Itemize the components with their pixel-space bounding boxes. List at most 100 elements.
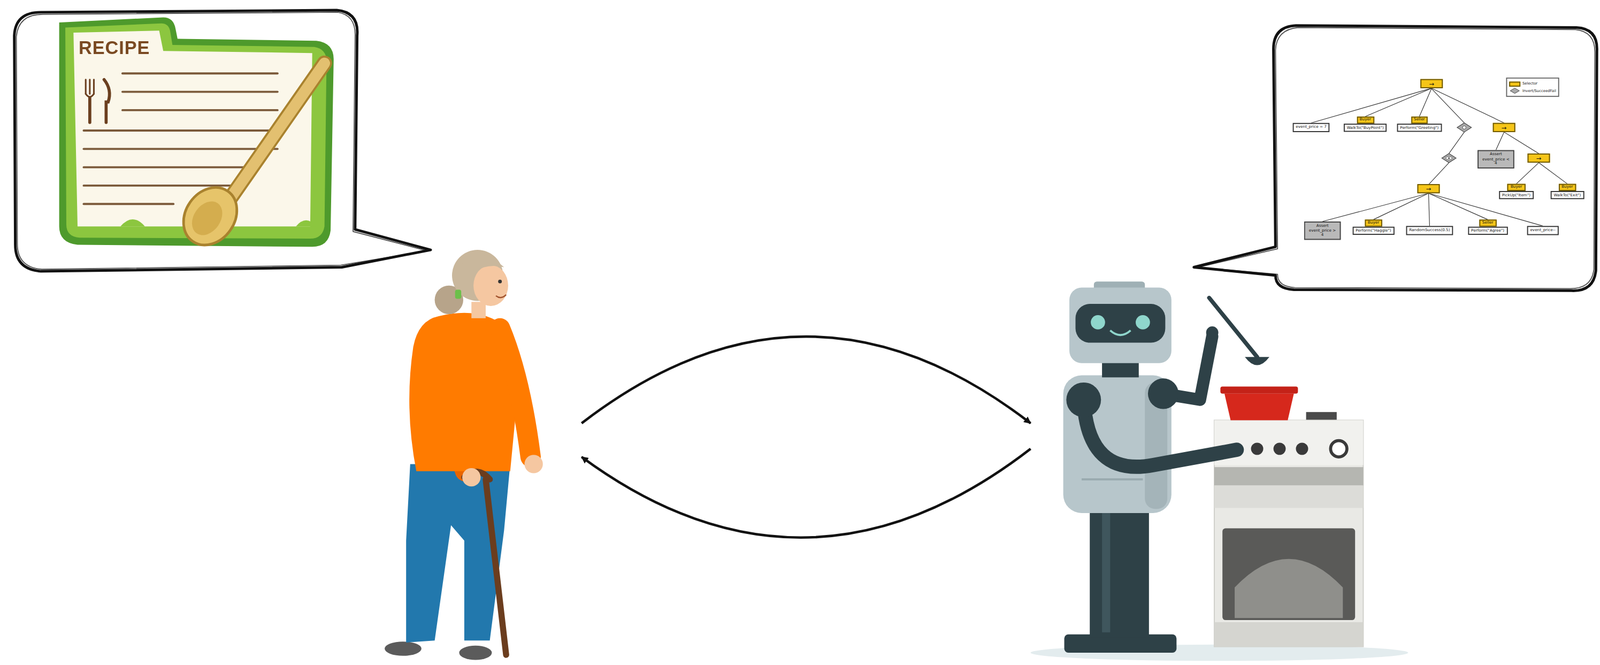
stove <box>1234 559 1343 619</box>
recipe-card <box>122 72 278 75</box>
tree-wire <box>1428 88 1465 185</box>
decorator-diamond <box>1445 156 1452 160</box>
node-label: Assert event_price > 4 <box>1307 223 1338 238</box>
elderly-woman <box>461 254 504 272</box>
elderly-woman <box>458 645 492 661</box>
card-title: RECIPE <box>78 38 151 57</box>
legend-diamond <box>1510 87 1520 94</box>
stove <box>1222 528 1355 621</box>
sequence-node: → <box>1417 184 1441 194</box>
action-label: WalkTo("BuyPoint") <box>1343 123 1388 133</box>
legend: SelectorInvert/SucceedFail <box>1505 77 1559 97</box>
recipe-card <box>120 219 145 227</box>
fork-knife-icon <box>93 79 95 95</box>
legend-label: Invert/SucceedFail <box>1522 88 1557 93</box>
actor-action-node: BuyerPickUp("Item") <box>1498 184 1534 200</box>
robot <box>1109 330 1131 336</box>
sequence-symbol: → <box>1421 80 1442 87</box>
robot <box>1081 478 1143 481</box>
action-label: PickUp("Item") <box>1498 190 1534 200</box>
sequence-node: → <box>1527 153 1551 163</box>
tree-wire <box>1449 132 1465 154</box>
action-label: Perform("Agree") <box>1467 226 1507 236</box>
elderly-woman <box>384 249 543 660</box>
decorator-diamond <box>1441 123 1472 163</box>
node-label: RandomSuccess(0.5) <box>1409 228 1450 234</box>
action-node: RandomSuccess(0.5) <box>1406 225 1454 235</box>
elderly-woman <box>434 285 464 315</box>
robot <box>1208 297 1258 358</box>
sequence-symbol: → <box>1528 155 1549 162</box>
recipe-card <box>83 202 174 205</box>
tree-link <box>1495 132 1504 151</box>
exchange-arrow <box>581 336 1031 424</box>
recipe-card <box>122 90 278 94</box>
action-label: Perform("Greeting") <box>1397 123 1443 133</box>
tree-wire <box>1428 162 1450 185</box>
actor-action-node: BuyerPerform("Haggle") <box>1352 219 1395 235</box>
robot <box>1075 303 1166 343</box>
elderly-woman <box>462 468 481 487</box>
legend-swatch <box>1509 81 1521 87</box>
recipe-card <box>83 129 278 132</box>
actor-action-node: SellerPerform("Agree") <box>1467 219 1507 235</box>
stove <box>1296 442 1309 455</box>
stove <box>1214 622 1364 647</box>
elderly-woman <box>495 294 507 298</box>
wooden-spoon <box>172 63 325 256</box>
stove <box>1306 411 1337 420</box>
exchange-arrow <box>581 448 1031 538</box>
robot <box>1083 399 1237 467</box>
speech-bubble <box>14 10 431 272</box>
recipe-card <box>59 17 334 256</box>
fork-knife-icon <box>85 79 87 95</box>
decorator-diamond <box>1457 123 1472 133</box>
recipe-card <box>83 184 235 187</box>
recipe-card <box>83 147 278 150</box>
actor-action-node: BuyerWalkTo("Exit") <box>1550 184 1584 200</box>
elderly-woman <box>498 279 502 284</box>
stove <box>1214 485 1364 508</box>
wooden-spoon <box>185 195 229 242</box>
action-node: event_price-- <box>1527 225 1559 235</box>
tree-link <box>1365 88 1432 117</box>
wooden-spoon <box>230 63 325 198</box>
wooden-spoon <box>172 177 249 256</box>
legend-diamond <box>1509 87 1521 94</box>
legend-entry: Invert/SucceedFail <box>1509 87 1557 94</box>
tree-link <box>1539 162 1568 185</box>
decorator-diamond <box>1448 157 1450 159</box>
speech-bubble <box>1197 27 1595 289</box>
speech-bubble <box>1193 25 1598 292</box>
elderly-woman <box>471 301 486 319</box>
stove <box>1214 467 1364 486</box>
condition-node: Assert event_price > 4 <box>1304 221 1342 240</box>
robot <box>1090 315 1106 330</box>
actor-action-node: SellerPerform("Greeting") <box>1397 116 1443 133</box>
stove <box>1214 419 1364 465</box>
node-label: event_price-- <box>1529 228 1556 234</box>
sequence-node: → <box>1493 123 1516 133</box>
robot <box>1063 281 1299 653</box>
tree-link <box>1431 88 1504 124</box>
exchange-arrow <box>581 336 1031 538</box>
tree-link <box>1419 88 1432 117</box>
elderly-woman <box>485 479 507 655</box>
tree-link <box>1516 162 1540 185</box>
actor-action-node: BuyerWalkTo("BuyPoint") <box>1343 116 1388 133</box>
recipe-card: RECIPE <box>78 38 151 57</box>
elderly-woman <box>384 641 422 656</box>
sequence-symbol: → <box>1494 124 1515 131</box>
tree-link <box>1373 193 1429 220</box>
stove <box>1330 440 1347 458</box>
wooden-spoon <box>230 63 325 198</box>
decorator-diamond <box>1441 153 1457 163</box>
sequence-symbol: → <box>1418 185 1439 192</box>
legend-entry: Selector <box>1509 81 1557 87</box>
robot <box>1147 378 1179 409</box>
recipe-card <box>83 166 255 169</box>
elderly-woman <box>473 265 509 306</box>
fork-knife-icon <box>88 97 92 123</box>
decorator-diamond <box>1462 125 1466 129</box>
